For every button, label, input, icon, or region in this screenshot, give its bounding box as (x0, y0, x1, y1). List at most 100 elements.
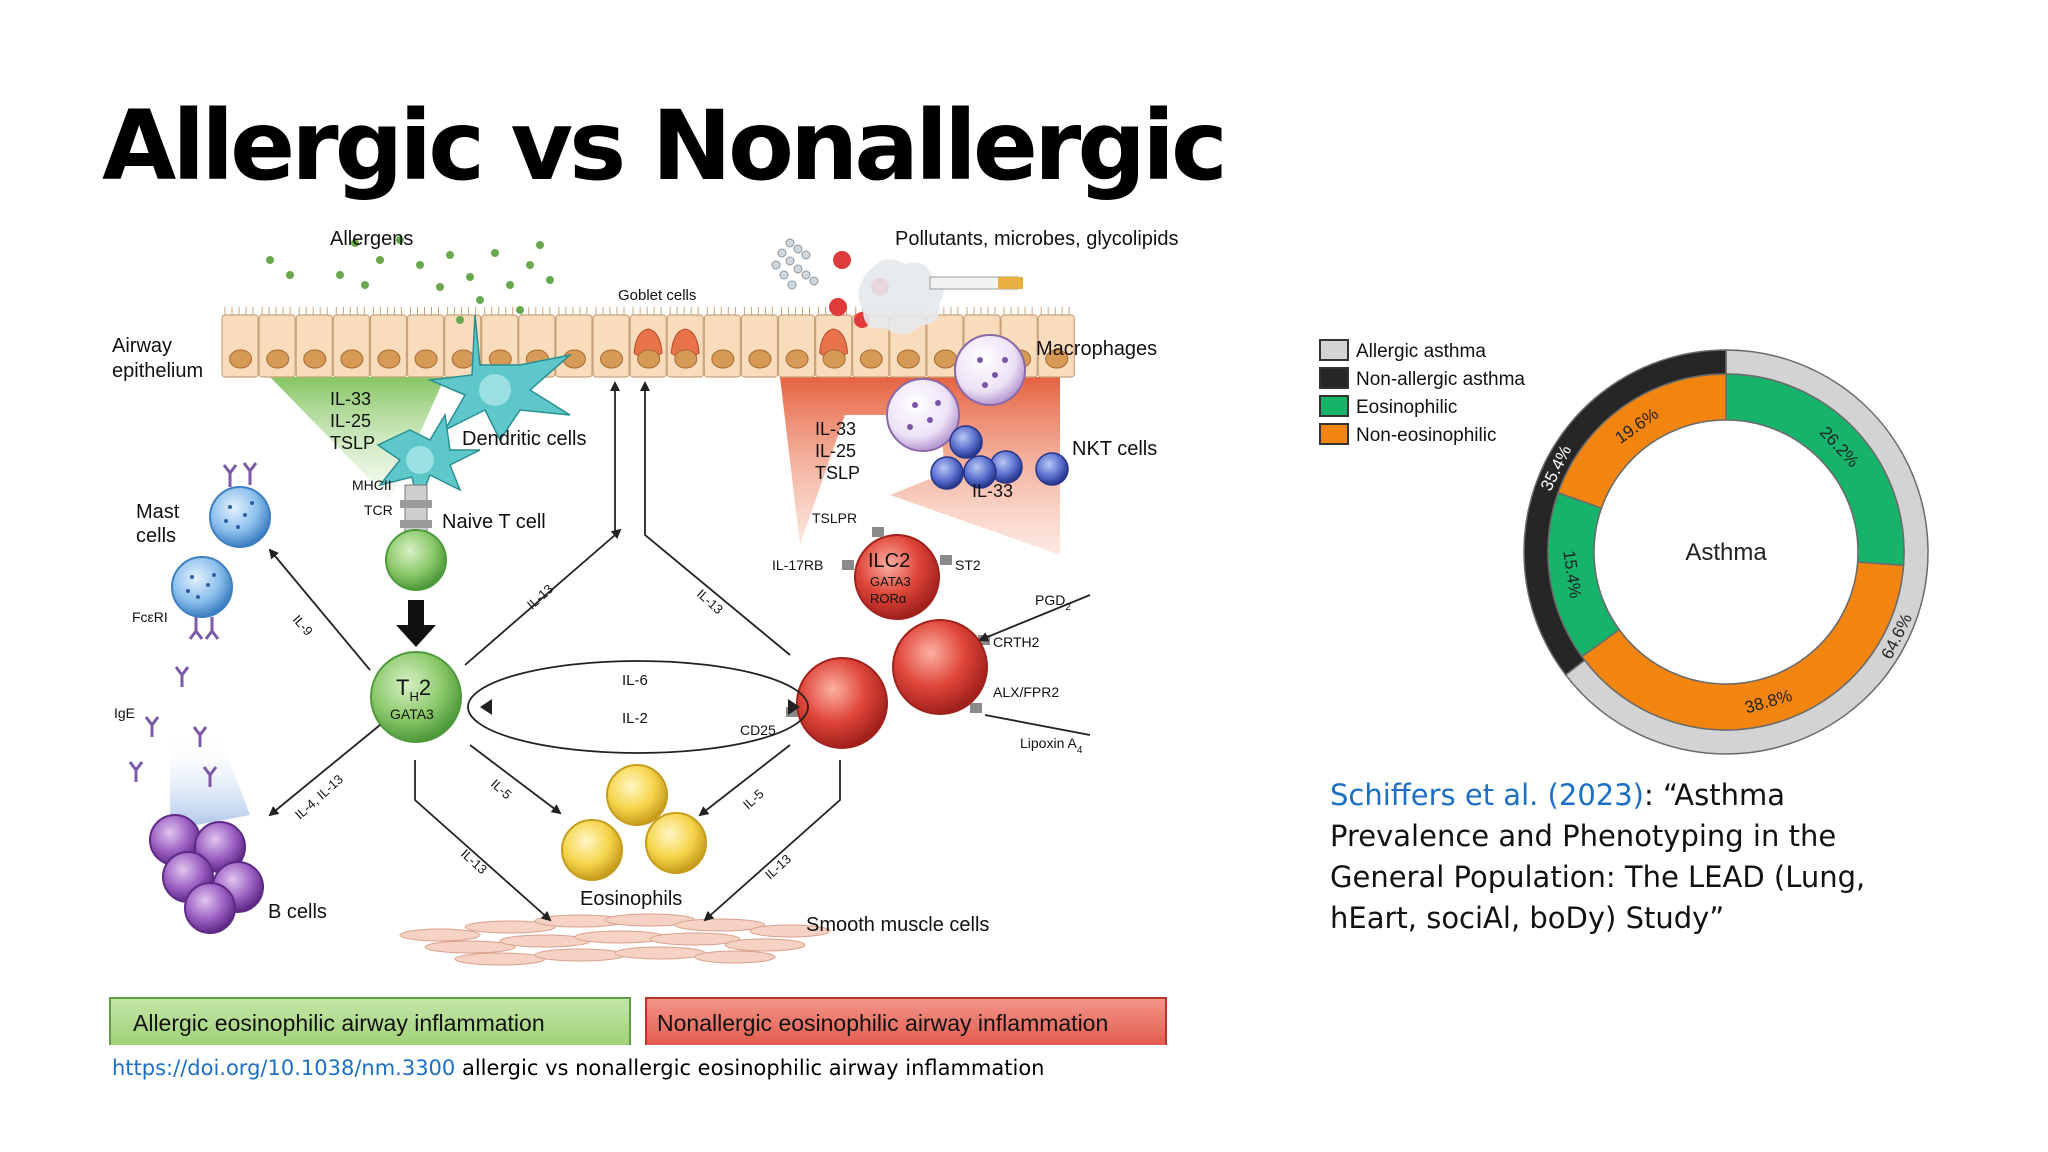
cilia (261, 307, 291, 315)
il2-arrowhead (788, 699, 800, 715)
donut-hole (1593, 419, 1859, 685)
slide-title: Allergic vs Nonallergic (102, 90, 1228, 202)
citation-link[interactable]: Schiffers et al. (2023) (1330, 778, 1644, 812)
epithelial-nucleus (414, 349, 438, 369)
eosinophil-cells (561, 764, 707, 881)
doi-link[interactable]: https://doi.org/10.1038/nm.3300 (112, 1056, 456, 1080)
differentiation-arrow (396, 600, 436, 647)
label-cyto-left-2: TSLP (330, 433, 375, 453)
ilc2-cell (854, 534, 940, 620)
label-tcr: TCR (364, 502, 393, 518)
label-cyto-right-2: TSLP (815, 463, 860, 483)
label-pgd2: PGD2 (1035, 592, 1071, 613)
label-cyto-left-0: IL-33 (330, 389, 371, 409)
pathway-arrows (268, 381, 1091, 922)
eosinophilic-inflammation-diagram: Allergens Pollutants, microbes, glycolip… (109, 228, 1178, 1045)
doi-description: allergic vs nonallergic eosinophilic air… (455, 1056, 1045, 1080)
label-cyto-left-1: IL-25 (330, 411, 371, 431)
mast-cells (171, 462, 271, 640)
epithelial-nucleus (266, 349, 290, 369)
legend-allergic-label: Allergic eosinophilic airway inflammatio… (133, 1010, 545, 1036)
cilia (224, 307, 254, 315)
label-il33-right: IL-33 (972, 481, 1013, 501)
label-gata3-ilc2: GATA3 (870, 574, 911, 589)
label-crth2: CRTH2 (993, 634, 1040, 650)
label-bcells: B cells (268, 901, 327, 923)
cilia (335, 307, 365, 315)
label-lipoxin-sub: 4 (1077, 745, 1083, 756)
th2-cell (370, 651, 462, 743)
cilia (966, 307, 996, 315)
nkt-cells (930, 425, 1069, 490)
label-th2: TH2 (396, 675, 431, 704)
epithelial-nucleus (303, 349, 327, 369)
epithelial-nucleus (451, 349, 475, 369)
label-th2-sub: H (409, 689, 418, 704)
epithelial-nucleus (896, 349, 920, 369)
label-il13-c: IL-13 (458, 846, 490, 877)
cilia (521, 307, 551, 315)
donut-legend-swatch (1319, 423, 1349, 445)
label-mhcii: MHCII (352, 477, 392, 493)
label-il5-b: IL-5 (740, 786, 767, 812)
donut-legend-swatch (1319, 367, 1349, 389)
cilia (484, 307, 514, 315)
pollutant-particles (771, 238, 1023, 335)
cilia (1003, 307, 1033, 315)
cilia (410, 307, 439, 315)
label-airway-1: Airway (112, 335, 172, 357)
epithelial-nucleus (229, 349, 253, 369)
label-macrophages: Macrophages (1036, 338, 1157, 360)
donut-legend-swatch (1319, 339, 1349, 361)
legend-nonallergic-box (645, 997, 1167, 1045)
cilia (1040, 307, 1070, 315)
smooth-muscle-cells (399, 913, 831, 966)
donut-legend-label: Non-eosinophilic (1356, 425, 1496, 446)
label-il9: IL-9 (290, 612, 316, 639)
donut-legend-label: Eosinophilic (1356, 397, 1457, 418)
cilia (781, 307, 810, 315)
epithelial-nucleus (340, 349, 364, 369)
b-cells (149, 814, 264, 934)
label-gata3-th2: GATA3 (390, 706, 434, 722)
label-goblet: Goblet cells (618, 287, 696, 304)
cilia (595, 307, 625, 315)
label-il6: IL-6 (622, 672, 648, 689)
diagram-labels: Allergens Pollutants, microbes, glycolip… (112, 228, 1178, 936)
label-pollutants: Pollutants, microbes, glycolipids (895, 228, 1178, 250)
label-cd25: CD25 (740, 722, 776, 738)
cilia (558, 307, 588, 315)
il6-arrowhead (480, 699, 492, 715)
label-il13-a: IL-13 (524, 581, 556, 612)
epithelial-nucleus (785, 349, 809, 369)
citation-text: : “Asthma Prevalence and Phenotyping in … (1330, 778, 1866, 935)
epithelial-nucleus (748, 349, 772, 369)
nonallergic-signal-wedge (780, 377, 1060, 555)
epithelial-nucleus (711, 349, 735, 369)
label-lipoxin: Lipoxin A4 (1020, 735, 1083, 756)
label-fceri: FcεRI (132, 609, 168, 625)
label-tslpr: TSLPR (812, 510, 857, 526)
label-il13-b: IL-13 (694, 586, 726, 617)
label-il17rb: IL-17RB (772, 557, 823, 573)
label-smooth: Smooth muscle cells (806, 914, 989, 936)
cilia (669, 307, 699, 315)
label-th2-end: 2 (419, 675, 431, 700)
legend-allergic-box (109, 997, 631, 1045)
label-il4-il13: IL-4, IL-13 (292, 771, 346, 822)
epithelial-nucleus (859, 349, 883, 369)
label-mast-2: cells (136, 525, 176, 547)
label-rora: RORα (870, 591, 907, 606)
cilia (632, 307, 662, 315)
activated-ilc2-cells (796, 619, 988, 749)
epithelial-nucleus (637, 349, 661, 369)
label-lipoxin-main: Lipoxin A (1020, 735, 1077, 751)
label-cyto-right-0: IL-33 (815, 419, 856, 439)
label-pgd2-main: PGD (1035, 592, 1065, 608)
cilia (743, 307, 773, 315)
label-th2-main: T (396, 675, 409, 700)
cilia (372, 307, 402, 315)
label-dendritic: Dendritic cells (462, 428, 586, 450)
